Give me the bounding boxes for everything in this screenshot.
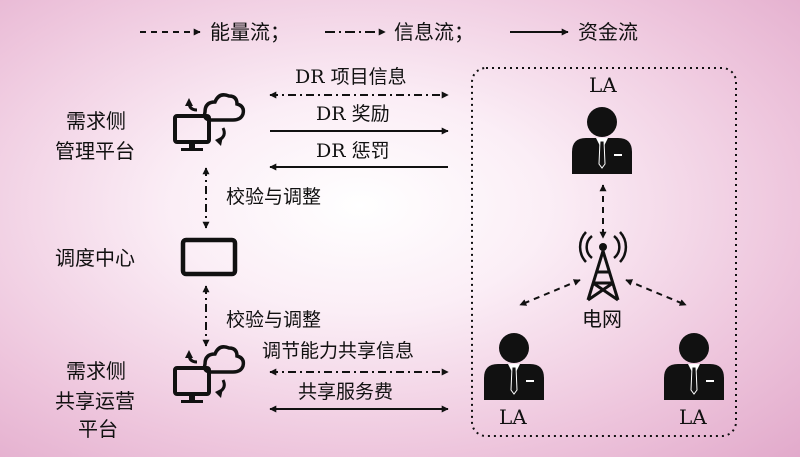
verify-adjust-bottom-label: 校验与调整 xyxy=(226,309,321,331)
grid-tower-icon xyxy=(578,231,628,302)
grid-la-left-energy-arrow xyxy=(519,279,581,306)
demand-mgmt-platform-icon xyxy=(173,92,246,153)
demand-mgmt-label-line1: 需求侧 xyxy=(66,109,126,133)
dispatch-center-monitor-icon xyxy=(180,237,238,277)
grid-label: 电网 xyxy=(582,307,622,331)
share-ops-label-line3: 平台 xyxy=(78,417,118,441)
share-ops-platform-icon xyxy=(173,344,246,405)
legend-energy-label: 能量流； xyxy=(210,20,290,44)
la-top-label: LA xyxy=(589,73,617,97)
la-left-person-icon xyxy=(483,332,545,401)
la-top-person-icon xyxy=(571,106,633,175)
share-ops-label-line1: 需求侧 xyxy=(66,359,126,383)
verify-adjust-top-label: 校验与调整 xyxy=(226,186,321,208)
legend-money-label: 资金流 xyxy=(578,20,638,44)
share-ops-label-line2: 共享运营 xyxy=(55,389,135,413)
la-right-label: LA xyxy=(679,405,707,429)
dr-penalty-label: DR 惩罚 xyxy=(316,140,390,162)
share-capability-info-label: 调节能力共享信息 xyxy=(262,340,414,362)
legend: 能量流； 信息流； 资金流 xyxy=(140,20,638,44)
la-group-box xyxy=(471,67,737,437)
grid-la-right-energy-arrow xyxy=(625,279,687,306)
la-right-person-icon xyxy=(663,332,725,401)
legend-info-label: 信息流； xyxy=(394,20,474,44)
dr-project-info-label: DR 项目信息 xyxy=(295,66,407,88)
dr-reward-label: DR 奖励 xyxy=(316,103,390,125)
share-service-fee-label: 共享服务费 xyxy=(298,381,393,403)
la-left-label: LA xyxy=(499,405,527,429)
dispatch-center-label: 调度中心 xyxy=(55,246,135,270)
demand-mgmt-label-line2: 管理平台 xyxy=(55,139,135,163)
